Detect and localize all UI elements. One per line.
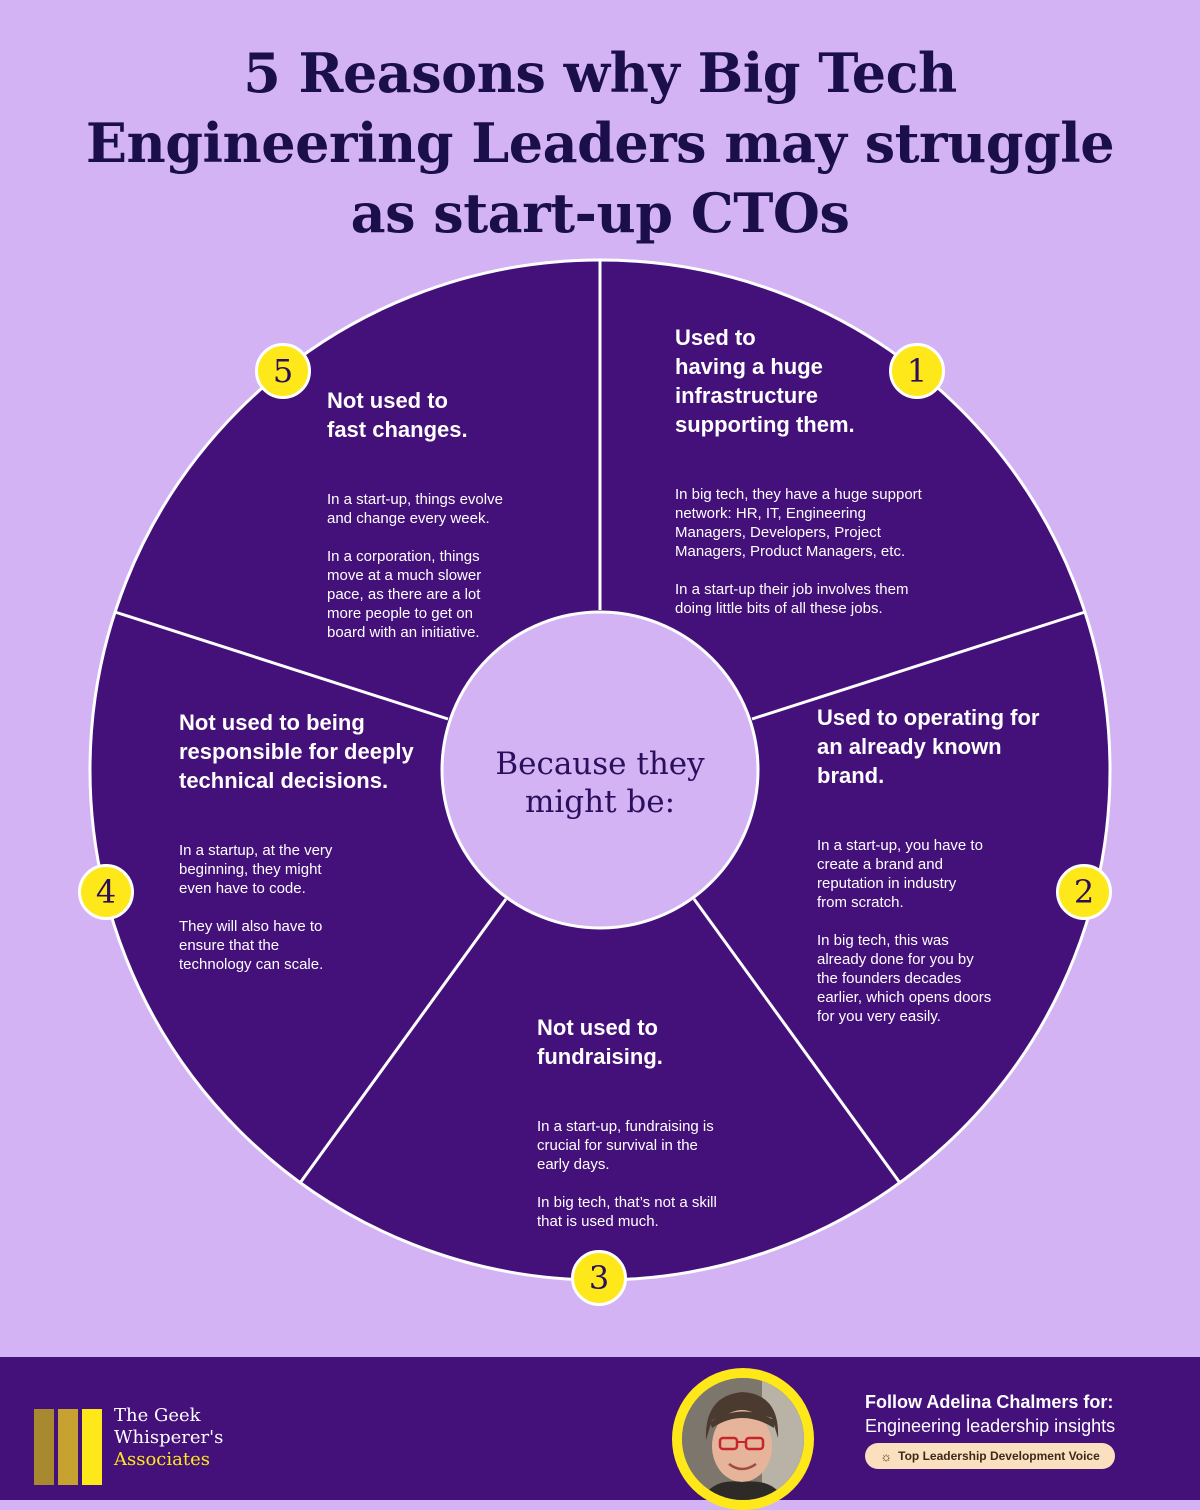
voice-badge-label: Top Leadership Development Voice [898,1449,1100,1463]
follow-subtitle: Engineering leadership insights [865,1416,1116,1436]
reason-number-badge: 4 [78,864,134,920]
page-title: 5 Reasons why Big Tech Engineering Leade… [85,41,1115,245]
reason-paragraph: In a start-up, fundraising is crucial fo… [537,1118,714,1173]
logo-line: Associates [114,1449,211,1470]
reason-5: Not used to fast changes. In a start-up,… [327,386,503,642]
voice-badge: ☼ Top Leadership Development Voice [865,1443,1115,1469]
reason-4: Not used to being responsible for deeply… [179,708,414,974]
reason-number-badge: 1 [889,343,945,399]
reason-paragraph: In big tech, they have a huge support ne… [675,486,922,560]
reason-paragraph: In a start-up, you have to create a bran… [817,837,983,911]
reason-number-badge: 3 [571,1250,627,1306]
reason-paragraph: In big tech, that’s not a skill that is … [537,1194,717,1230]
logo-line: The Geek [114,1405,201,1426]
logo-mark-icon [34,1409,104,1485]
reason-heading: Not used to being responsible for deeply… [179,710,414,793]
author-avatar [672,1368,814,1510]
wheel-divider [751,610,1086,721]
reason-paragraph: In big tech, this was already done for y… [817,932,992,1025]
sun-icon: ☼ [880,1448,893,1464]
center-hub [440,610,760,930]
reason-paragraph: In a startup, at the very beginning, the… [179,842,333,897]
reason-heading: Used to having a huge infrastructure sup… [675,325,855,437]
reason-paragraph: In a start-up their job involves them do… [675,581,909,617]
reason-number-badge: 5 [255,343,311,399]
reason-1: Used to having a huge infrastructure sup… [675,323,922,618]
portrait-image [682,1378,804,1500]
wheel-divider [692,898,902,1184]
reason-heading: Not used to fundraising. [537,1015,663,1069]
company-logo-text: The Geek Whisperer's Associates [114,1405,223,1471]
wheel-divider [298,898,508,1184]
reason-heading: Not used to fast changes. [327,388,468,442]
reason-paragraph: In a corporation, things move at a much … [327,548,482,641]
logo-line: Whisperer's [114,1427,224,1448]
follow-callout: Follow Adelina Chalmers for: Engineering… [865,1390,1115,1438]
reason-3: Not used to fundraising. In a start-up, … [537,1013,717,1231]
reason-2: Used to operating for an already known b… [817,703,1039,1026]
reason-heading: Used to operating for an already known b… [817,705,1040,788]
follow-title: Follow Adelina Chalmers for: [865,1392,1114,1412]
footer: The Geek Whisperer's Associates Follow A… [0,1357,1200,1510]
reason-paragraph: They will also have to ensure that the t… [179,918,324,973]
reason-paragraph: In a start-up, things evolve and change … [327,491,503,527]
reason-number-badge: 2 [1056,864,1112,920]
wheel-divider [114,610,449,721]
center-label: Because they might be: [495,746,705,820]
